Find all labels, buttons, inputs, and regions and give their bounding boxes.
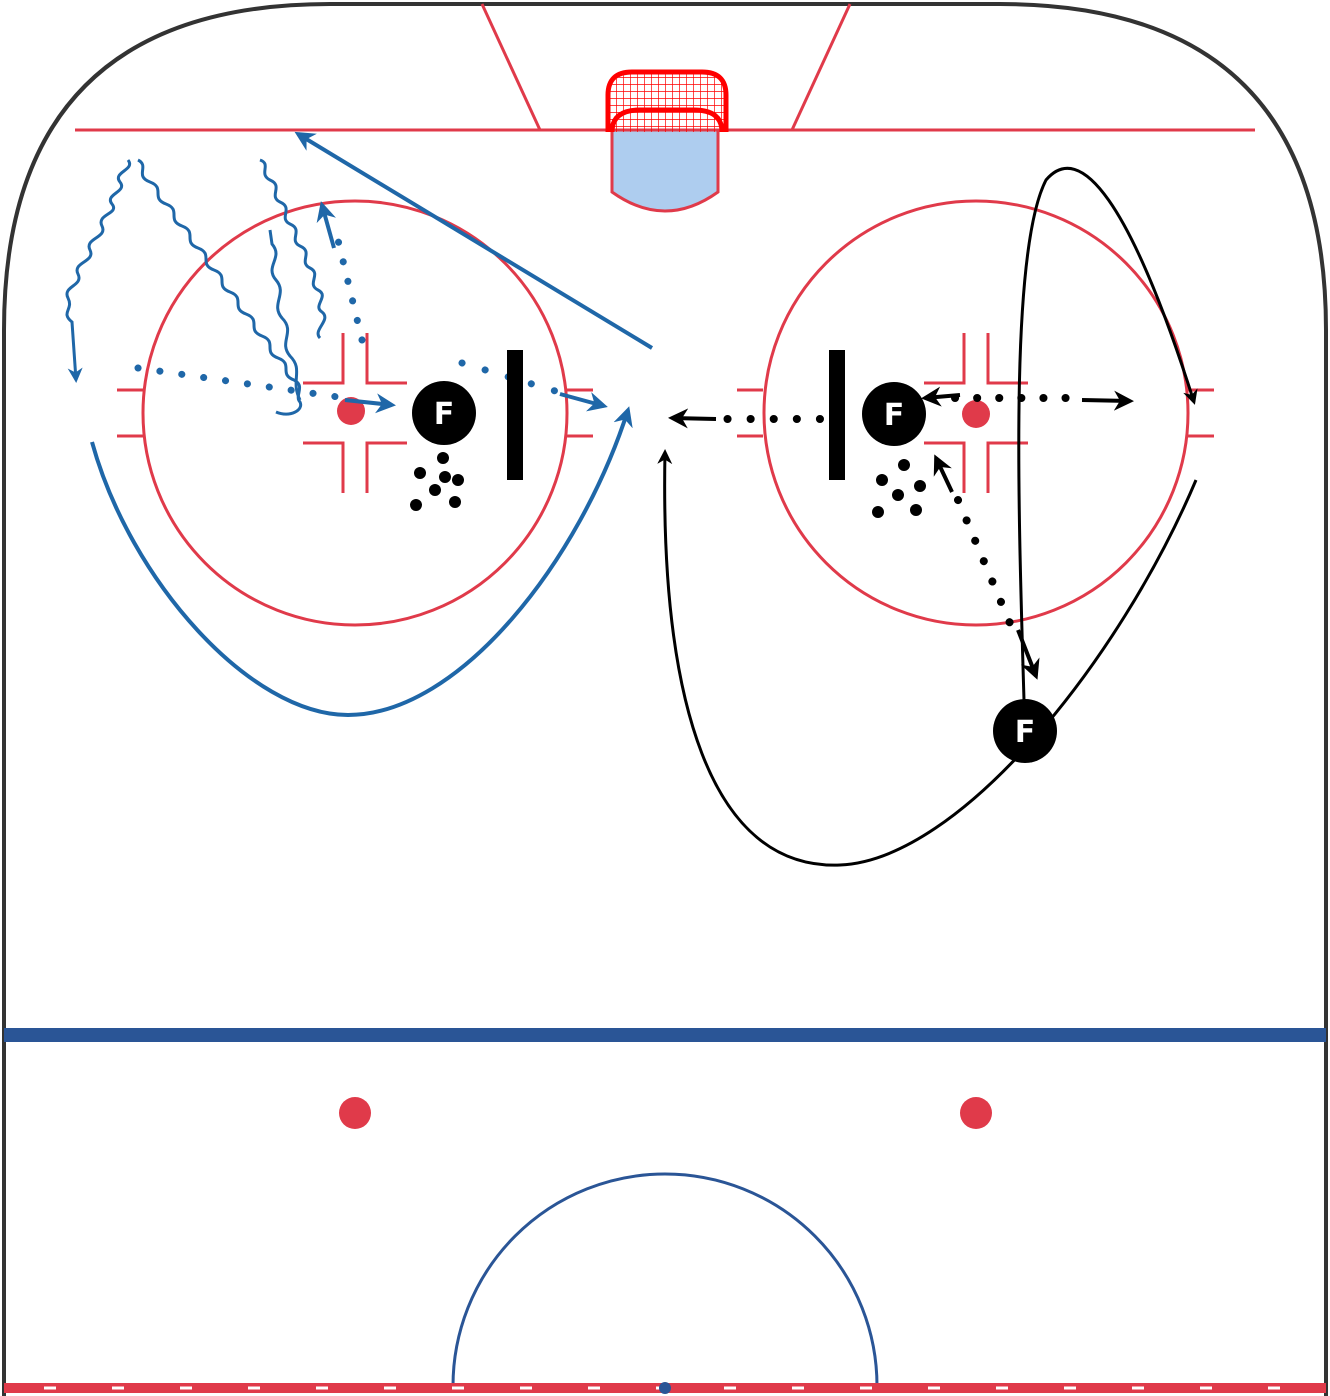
left-faceoff-circle (117, 199, 593, 627)
neutral-dot-left (339, 1097, 371, 1129)
pass-dotted-1 (134, 364, 349, 402)
player-circle-icon: F (862, 382, 926, 446)
skate-wavy-1 (65, 159, 132, 383)
skate-loop-right-bottom (657, 449, 1198, 867)
player-label-left: F (434, 397, 455, 432)
skate-loop-left (90, 406, 633, 718)
puck-pile-icon (872, 459, 926, 518)
center-circle (451, 1172, 879, 1387)
pass-dotted-right-3 (954, 496, 1016, 632)
left-drill (65, 131, 654, 718)
goal-crease (610, 128, 720, 213)
player-circle-icon: F (993, 699, 1057, 763)
pass-dotted-right-2-arrow-b (921, 386, 961, 407)
pass-dotted-right-3-arrow-b (933, 454, 954, 493)
skate-wavy-4 (268, 229, 302, 401)
right-faceoff-circle (737, 199, 1214, 627)
puck-pile-icon (410, 452, 464, 511)
player-label-bottom: F (1015, 715, 1036, 750)
stick-screen-icon (829, 350, 845, 480)
pass-dotted-right-2-arrow-a (1081, 390, 1134, 411)
right-faceoff-dot (962, 400, 990, 428)
left-faceoff-dot (337, 397, 365, 425)
right-drill (657, 166, 1198, 867)
hockey-net-icon (605, 69, 729, 133)
center-dot (659, 1382, 671, 1394)
blue-line (4, 1028, 1326, 1042)
stick-screen-icon (507, 350, 523, 480)
pass-dotted-right-1-arrow (668, 408, 717, 429)
shot-line-left (294, 131, 654, 350)
player-label-right: F (884, 398, 905, 433)
skate-wavy-3 (259, 158, 327, 340)
skate-loop-right-tall (1017, 166, 1198, 701)
neutral-dot-right (960, 1097, 992, 1129)
pass-dotted-3-arrow (559, 392, 608, 412)
skate-wavy-2 (137, 158, 303, 416)
pass-dotted-2-arrow (316, 201, 336, 249)
pass-dotted-1-arrow (344, 393, 396, 414)
player-circle-icon: F (412, 381, 476, 445)
pass-dotted-2 (334, 236, 366, 344)
trapezoid-left (480, 3, 542, 131)
trapezoid-right (790, 3, 852, 131)
